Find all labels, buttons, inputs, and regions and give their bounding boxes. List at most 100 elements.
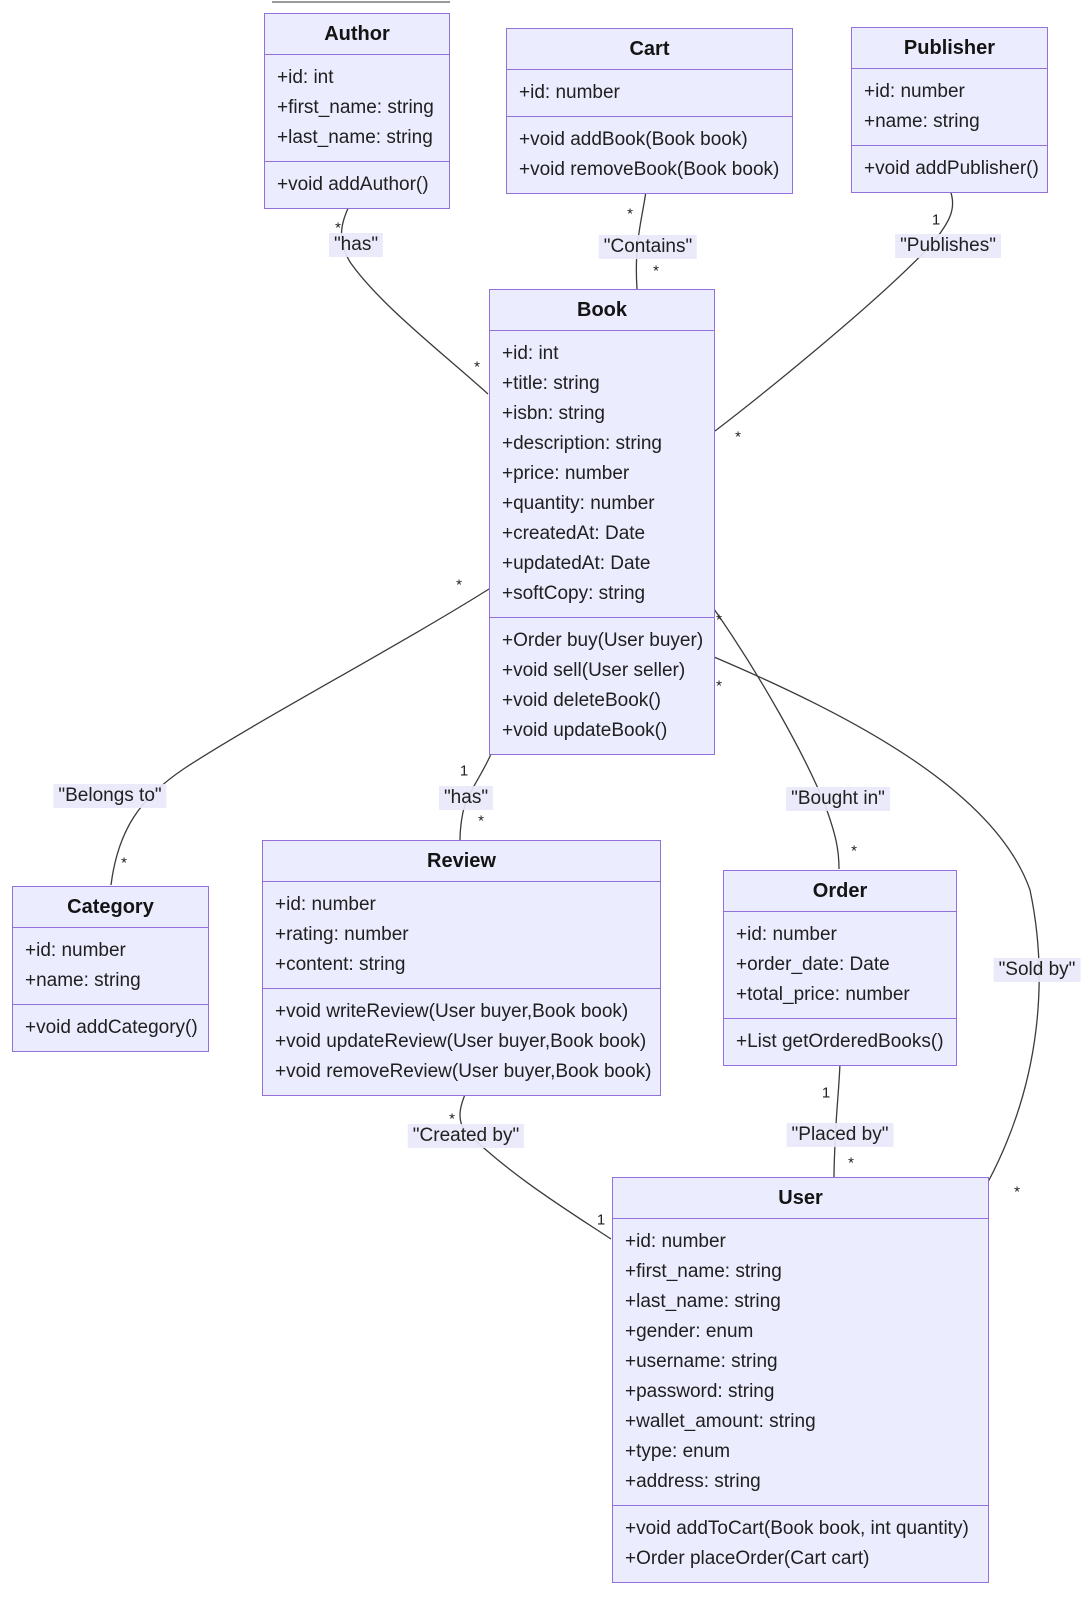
- class-member: +username: string: [625, 1351, 778, 1372]
- class-title: Order: [724, 871, 956, 912]
- edge-review-user: [459, 1091, 612, 1240]
- mult-author-book-from: *: [335, 219, 341, 237]
- class-member: +void addBook(Book book): [519, 129, 748, 150]
- class-member: +last_name: string: [277, 127, 433, 148]
- class-methods: +void addPublisher(): [852, 146, 1047, 192]
- edge-book-review: [459, 753, 492, 841]
- class-attributes: +id: number+name: string: [13, 928, 208, 1005]
- edge-label-cart-book: "Contains": [598, 235, 698, 259]
- class-title: Review: [263, 841, 660, 882]
- mult-review-user-to: 1: [596, 1211, 606, 1229]
- class-title: User: [613, 1178, 988, 1219]
- class-member: +wallet_amount: string: [625, 1411, 816, 1432]
- class-member: +last_name: string: [625, 1291, 781, 1312]
- class-book: Book +id: int +title: string +isbn: string…: [489, 289, 715, 755]
- class-member: +name: string: [864, 111, 980, 132]
- class-category: Category +id: number+name: string +void …: [12, 886, 209, 1052]
- edge-label-order-user: "Placed by": [786, 1123, 894, 1147]
- class-member: +first_name: string: [625, 1261, 782, 1282]
- class-member: +id: int: [502, 343, 559, 364]
- class-member: +void updateBook(): [502, 720, 668, 741]
- edge-publisher-book: [714, 189, 954, 432]
- class-title: Publisher: [852, 28, 1047, 69]
- mult-book-category-from: *: [456, 576, 462, 594]
- class-member: +List getOrderedBooks(): [736, 1031, 944, 1052]
- class-member: +id: number: [625, 1231, 726, 1252]
- class-member: +address: string: [625, 1471, 761, 1492]
- edge-book-category: [110, 588, 490, 886]
- mult-book-review-to: *: [478, 812, 484, 830]
- class-member: +isbn: string: [502, 403, 605, 424]
- mult-book-order-from: *: [716, 611, 722, 629]
- class-methods: +Order buy(User buyer)+void sell(User se…: [490, 618, 714, 754]
- class-attributes: +id: int +title: string +isbn: string +desc…: [490, 331, 714, 618]
- class-methods: +void addCategory(): [13, 1005, 208, 1051]
- mult-book-user-to: *: [1014, 1183, 1020, 1201]
- edge-label-book-review: "has": [438, 786, 494, 810]
- class-order: Order +id: number +order_date: Date +total…: [723, 870, 957, 1066]
- class-methods: +void addToCart(Book book, int quantity)…: [613, 1506, 988, 1582]
- class-member: +void addAuthor(): [277, 174, 429, 195]
- class-member: +void addToCart(Book book, int quantity): [625, 1518, 969, 1539]
- class-attributes: +id: number +order_date: Date +total_price…: [724, 912, 956, 1019]
- class-member: +rating: number: [275, 924, 409, 945]
- class-member: +createdAt: Date: [502, 523, 646, 544]
- class-member: +void addPublisher(): [864, 158, 1039, 179]
- class-methods: +void addAuthor(): [265, 162, 449, 208]
- mult-cart-book-to: *: [653, 262, 659, 280]
- edge-book-order: [713, 608, 840, 870]
- class-publisher: Publisher +id: number+name: string +void…: [851, 27, 1048, 193]
- class-member: +type: enum: [625, 1441, 731, 1462]
- class-title: Cart: [507, 29, 792, 70]
- class-member: +title: string: [502, 373, 600, 394]
- class-author: Author +id: int+first_name: string+last_…: [264, 13, 450, 209]
- mult-publisher-book-to: *: [735, 428, 741, 446]
- class-member: +Order buy(User buyer): [502, 630, 704, 651]
- mult-book-order-to: *: [851, 842, 857, 860]
- class-attributes: +id: number +first_name: string +last_name…: [613, 1219, 988, 1506]
- mult-book-user-from: *: [716, 677, 722, 695]
- class-member: +updatedAt: Date: [502, 553, 651, 574]
- class-member: +content: string: [275, 954, 406, 975]
- class-title: Book: [490, 290, 714, 331]
- class-title: Author: [265, 14, 449, 55]
- class-member: +id: number: [736, 924, 837, 945]
- edge-label-book-category: "Belongs to": [53, 784, 167, 808]
- class-member: +void updateReview(User buyer,Book book): [275, 1031, 647, 1052]
- class-member: +total_price: number: [736, 984, 910, 1005]
- class-methods: +List getOrderedBooks(): [724, 1019, 956, 1065]
- edge-order-user: [833, 1062, 841, 1178]
- class-member: +description: string: [502, 433, 662, 454]
- mult-cart-book-from: *: [627, 205, 633, 223]
- class-member: +void writeReview(User buyer,Book book): [275, 1001, 629, 1022]
- class-attributes: +id: number: [507, 70, 792, 117]
- class-attributes: +id: number +rating: number +content: stri…: [263, 882, 660, 989]
- class-review: Review +id: number +rating: number +conten…: [262, 840, 661, 1096]
- mult-order-user-from: 1: [821, 1084, 831, 1102]
- class-user: User +id: number +first_name: string +last…: [612, 1177, 989, 1583]
- class-attributes: +id: number+name: string: [852, 69, 1047, 146]
- class-methods: +void addBook(Book book) +void removeBook…: [507, 117, 792, 193]
- mult-review-user-from: *: [449, 1110, 455, 1128]
- mult-order-user-to: *: [848, 1154, 854, 1172]
- mult-book-category-to: *: [121, 854, 127, 872]
- class-member: +id: number: [25, 940, 126, 961]
- class-member: +password: string: [625, 1381, 775, 1402]
- class-member: +order_date: Date: [736, 954, 890, 975]
- edge-book-user: [713, 656, 1040, 1183]
- class-member: +id: number: [275, 894, 376, 915]
- cropped-top-line: [272, 1, 450, 3]
- class-member: +void removeReview(User buyer,Book book): [275, 1061, 652, 1082]
- class-member: +price: number: [502, 463, 630, 484]
- class-member: +quantity: number: [502, 493, 655, 514]
- edge-label-author-book: "has": [328, 233, 384, 257]
- class-member: +id: int: [277, 67, 334, 88]
- class-methods: +void writeReview(User buyer,Book book) +…: [263, 989, 660, 1095]
- mult-book-review-from: 1: [459, 762, 469, 780]
- edge-cart-book: [635, 190, 647, 290]
- class-member: +void removeBook(Book book): [519, 159, 780, 180]
- class-cart: Cart +id: number +void addBook(Book book…: [506, 28, 793, 194]
- edge-label-review-user: "Created by": [407, 1124, 525, 1148]
